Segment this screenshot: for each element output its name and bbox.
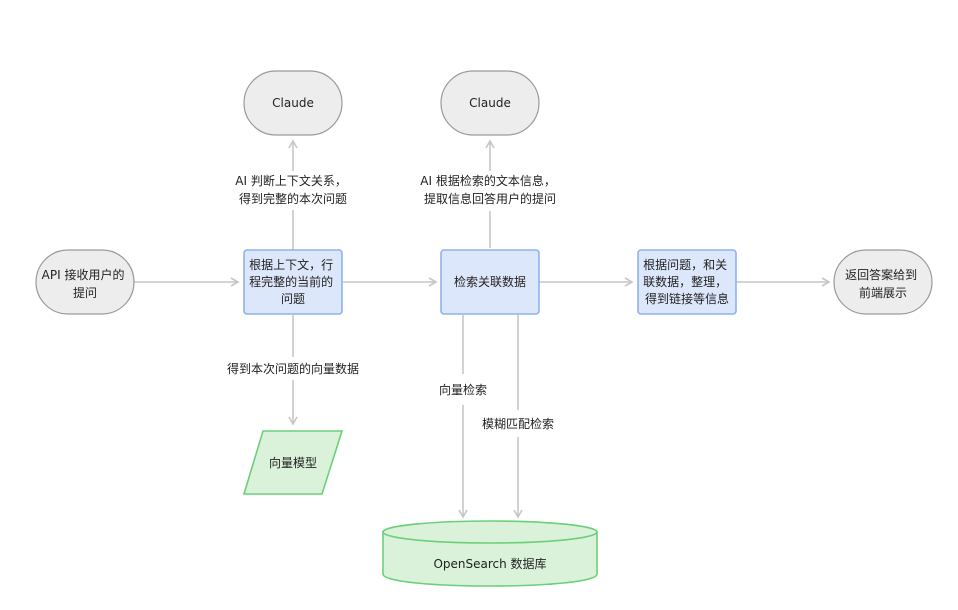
retrieve-data-node bbox=[440, 249, 540, 315]
get-vector-label: 得到本次问题的向量数据 bbox=[227, 361, 359, 376]
api-input-node bbox=[35, 249, 135, 315]
judge-context-label: AI 判断上下文关系， 得到完整的本次问题 bbox=[235, 173, 350, 206]
vector-model-label: 向量模型 bbox=[269, 455, 317, 470]
retrieve-data-label: 检索关联数据 bbox=[454, 274, 526, 289]
claude-left-node bbox=[243, 70, 343, 136]
vector-search-label: 向量检索 bbox=[439, 382, 487, 397]
fuzzy-search-label: 模糊匹配检索 bbox=[482, 416, 554, 431]
api-input-label: API 接收用户的 提问 bbox=[42, 267, 129, 300]
rewrite-question-node bbox=[243, 249, 343, 315]
organize-info-node bbox=[637, 249, 737, 315]
opensearch-db-node bbox=[382, 520, 598, 587]
claude-left-label: Claude bbox=[272, 96, 314, 110]
claude-right-node bbox=[440, 70, 540, 136]
organize-info-label: 根据问题，和关 联数据，整理， 得到链接等信息 bbox=[643, 258, 731, 306]
claude-right-label: Claude bbox=[469, 96, 511, 110]
gray-nodes bbox=[35, 70, 933, 315]
return-answer-label: 返回答案给到 前端展示 bbox=[845, 267, 921, 300]
edges bbox=[134, 139, 831, 519]
opensearch-db-label: OpenSearch 数据库 bbox=[433, 556, 546, 571]
return-answer-node bbox=[833, 249, 933, 315]
vector-model-node bbox=[242, 430, 344, 495]
blue-nodes bbox=[243, 249, 737, 315]
rewrite-question-label: 根据上下文，行 程完整的当前的 问题 bbox=[249, 257, 337, 306]
extract-answer-label: AI 根据检索的文本信息， 提取信息回答用户的提问 bbox=[420, 173, 559, 206]
